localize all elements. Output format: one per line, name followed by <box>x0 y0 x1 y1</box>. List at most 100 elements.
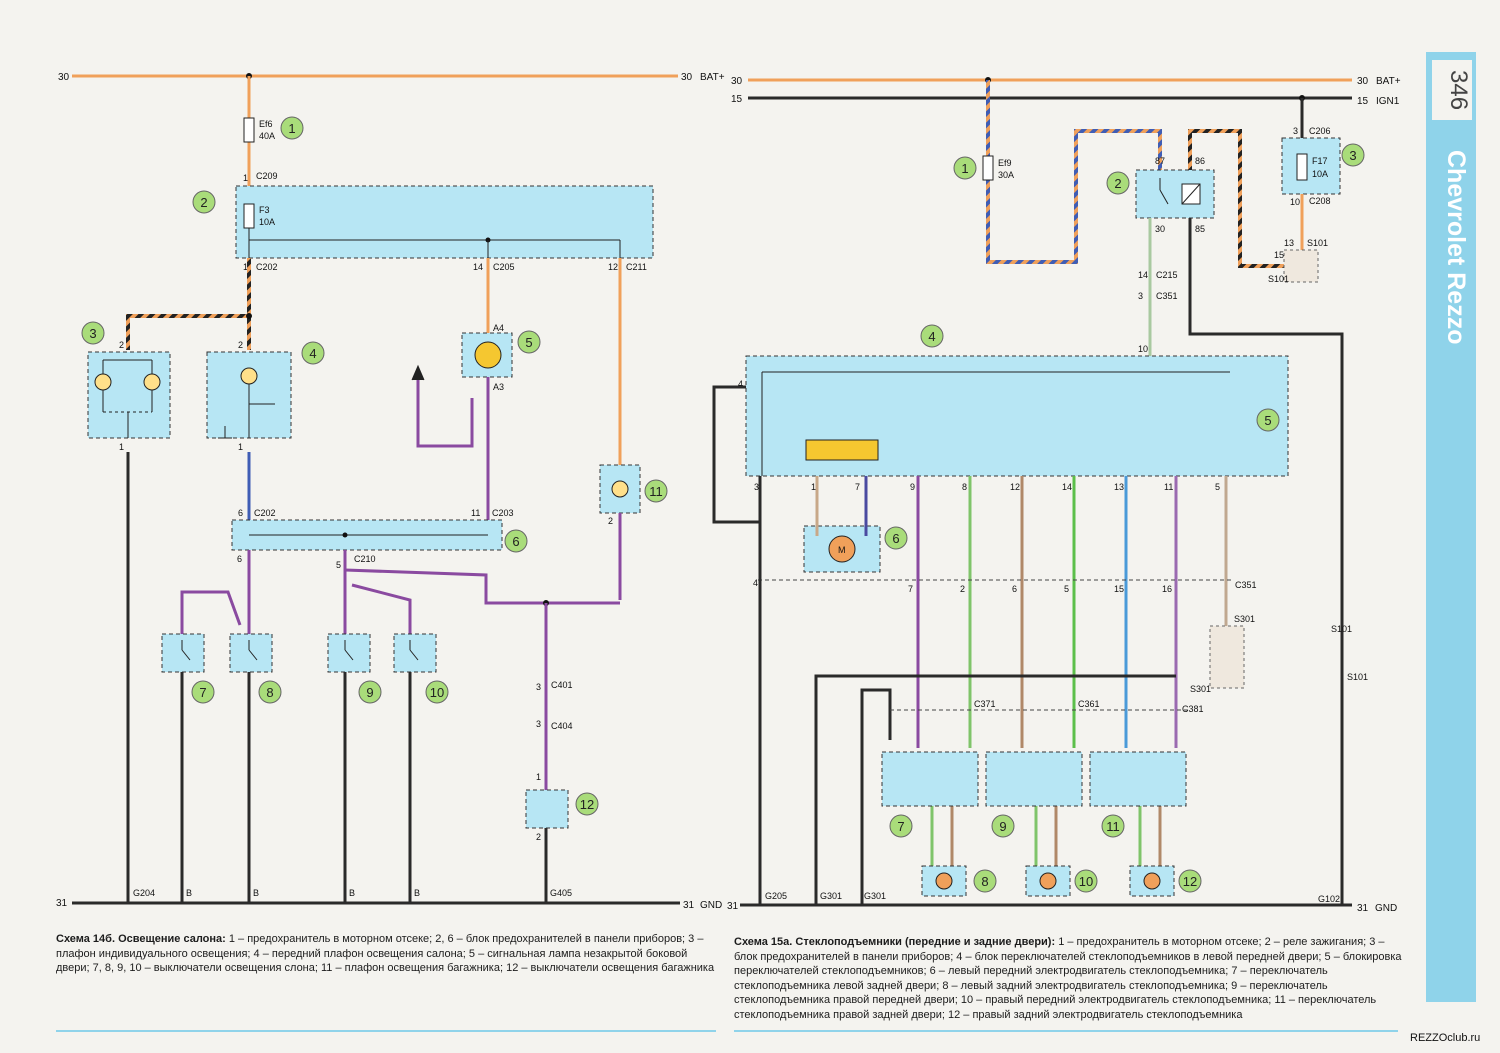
svg-text:S101: S101 <box>1307 238 1328 248</box>
fuse-block-3 <box>1281 137 1341 195</box>
svg-text:31: 31 <box>727 901 739 912</box>
svg-text:GND: GND <box>1375 903 1397 914</box>
switch-8 <box>229 633 273 673</box>
svg-text:B: B <box>414 888 420 898</box>
svg-text:4: 4 <box>738 379 743 389</box>
svg-text:7: 7 <box>199 685 206 700</box>
svg-text:5: 5 <box>525 335 532 350</box>
callout-5: 5 <box>517 330 541 354</box>
svg-text:6: 6 <box>1012 584 1017 594</box>
rail-label: 30 <box>681 72 693 83</box>
svg-text:G205: G205 <box>765 891 787 901</box>
callout-12: 12 <box>1178 869 1202 893</box>
rail-label: GND <box>700 900 722 911</box>
svg-text:C371: C371 <box>974 699 996 709</box>
svg-text:3: 3 <box>536 682 541 692</box>
svg-text:12: 12 <box>1183 874 1197 889</box>
svg-text:1: 1 <box>536 772 541 782</box>
svg-text:10: 10 <box>430 685 444 700</box>
switch-7 <box>161 633 205 673</box>
svg-text:4: 4 <box>753 578 758 588</box>
svg-text:10: 10 <box>1290 197 1300 207</box>
callout-3: 3 <box>1341 143 1365 167</box>
svg-text:14: 14 <box>1062 482 1072 492</box>
switch-10 <box>393 633 437 673</box>
callout-11: 11 <box>1101 814 1125 838</box>
svg-text:6: 6 <box>237 554 242 564</box>
splice-s101 <box>1283 249 1319 283</box>
svg-text:C351: C351 <box>1156 291 1178 301</box>
svg-text:Ef9: Ef9 <box>998 158 1012 168</box>
svg-text:13: 13 <box>1284 238 1294 248</box>
svg-text:2: 2 <box>119 340 124 350</box>
svg-text:5: 5 <box>1264 413 1271 428</box>
svg-text:4: 4 <box>928 329 935 344</box>
svg-text:C202: C202 <box>254 508 276 518</box>
svg-text:12: 12 <box>608 262 618 272</box>
svg-text:2: 2 <box>608 516 613 526</box>
svg-text:9: 9 <box>910 482 915 492</box>
svg-text:F17: F17 <box>1312 156 1328 166</box>
svg-text:15: 15 <box>1357 96 1369 107</box>
window-lock-indicator <box>805 439 879 461</box>
rear-right-switch-11 <box>1089 751 1187 807</box>
svg-text:S101: S101 <box>1331 624 1352 634</box>
svg-text:11: 11 <box>649 484 663 499</box>
svg-text:14: 14 <box>473 262 483 272</box>
callout-10: 10 <box>1074 869 1098 893</box>
svg-text:1: 1 <box>961 161 968 176</box>
svg-text:C206: C206 <box>1309 126 1331 136</box>
callout-6: 6 <box>504 529 528 553</box>
svg-text:30: 30 <box>1155 224 1165 234</box>
svg-text:3: 3 <box>1138 291 1143 301</box>
svg-text:C210: C210 <box>354 554 376 564</box>
svg-text:S101: S101 <box>1268 274 1289 284</box>
svg-text:B: B <box>253 888 259 898</box>
switch-9 <box>327 633 371 673</box>
svg-text:8: 8 <box>962 482 967 492</box>
callout-12: 12 <box>575 792 599 816</box>
svg-text:5: 5 <box>1215 482 1220 492</box>
svg-text:S101: S101 <box>1347 672 1368 682</box>
svg-text:A4: A4 <box>493 323 504 333</box>
svg-text:15: 15 <box>1274 250 1284 260</box>
fuse-block-2 <box>235 185 654 259</box>
rail-label: 31 <box>683 900 695 911</box>
svg-text:C202: C202 <box>256 262 278 272</box>
svg-text:2: 2 <box>200 195 207 210</box>
callout-8: 8 <box>973 869 997 893</box>
svg-text:C205: C205 <box>493 262 515 272</box>
caption-text: 1 – предохранитель в моторном отсеке; 2,… <box>56 933 715 974</box>
rail-label: BAT+ <box>700 72 725 83</box>
svg-text:BAT+: BAT+ <box>1376 76 1401 87</box>
svg-text:2: 2 <box>1114 176 1121 191</box>
svg-text:13: 13 <box>1114 482 1124 492</box>
svg-text:1: 1 <box>119 442 124 452</box>
trunk-switch-12 <box>525 789 569 829</box>
svg-text:B: B <box>186 888 192 898</box>
svg-text:C211: C211 <box>626 262 647 272</box>
svg-text:6: 6 <box>892 531 899 546</box>
svg-text:F3: F3 <box>259 205 270 215</box>
callout-9: 9 <box>358 680 382 704</box>
ignition-relay-2 <box>1135 169 1215 219</box>
fuse-name: Ef6 <box>259 119 273 129</box>
svg-text:3: 3 <box>1349 148 1356 163</box>
callout-5: 5 <box>1256 408 1280 432</box>
svg-text:10A: 10A <box>1312 169 1328 179</box>
svg-text:31: 31 <box>1357 903 1369 914</box>
fuse-ef6 <box>243 117 255 143</box>
svg-text:C361: C361 <box>1078 699 1100 709</box>
svg-text:1: 1 <box>811 482 816 492</box>
callout-4: 4 <box>301 341 325 365</box>
svg-text:9: 9 <box>366 685 373 700</box>
callout-10: 10 <box>425 680 449 704</box>
svg-text:15: 15 <box>1114 584 1124 594</box>
svg-text:4: 4 <box>309 346 316 361</box>
callout-2: 2 <box>192 190 216 214</box>
callout-11: 11 <box>644 479 668 503</box>
svg-text:1: 1 <box>238 442 243 452</box>
block4-wires <box>916 476 1228 866</box>
caption-right: Схема 15а. Стеклоподъемники (передние и … <box>734 935 1402 1022</box>
svg-text:16: 16 <box>1162 584 1172 594</box>
